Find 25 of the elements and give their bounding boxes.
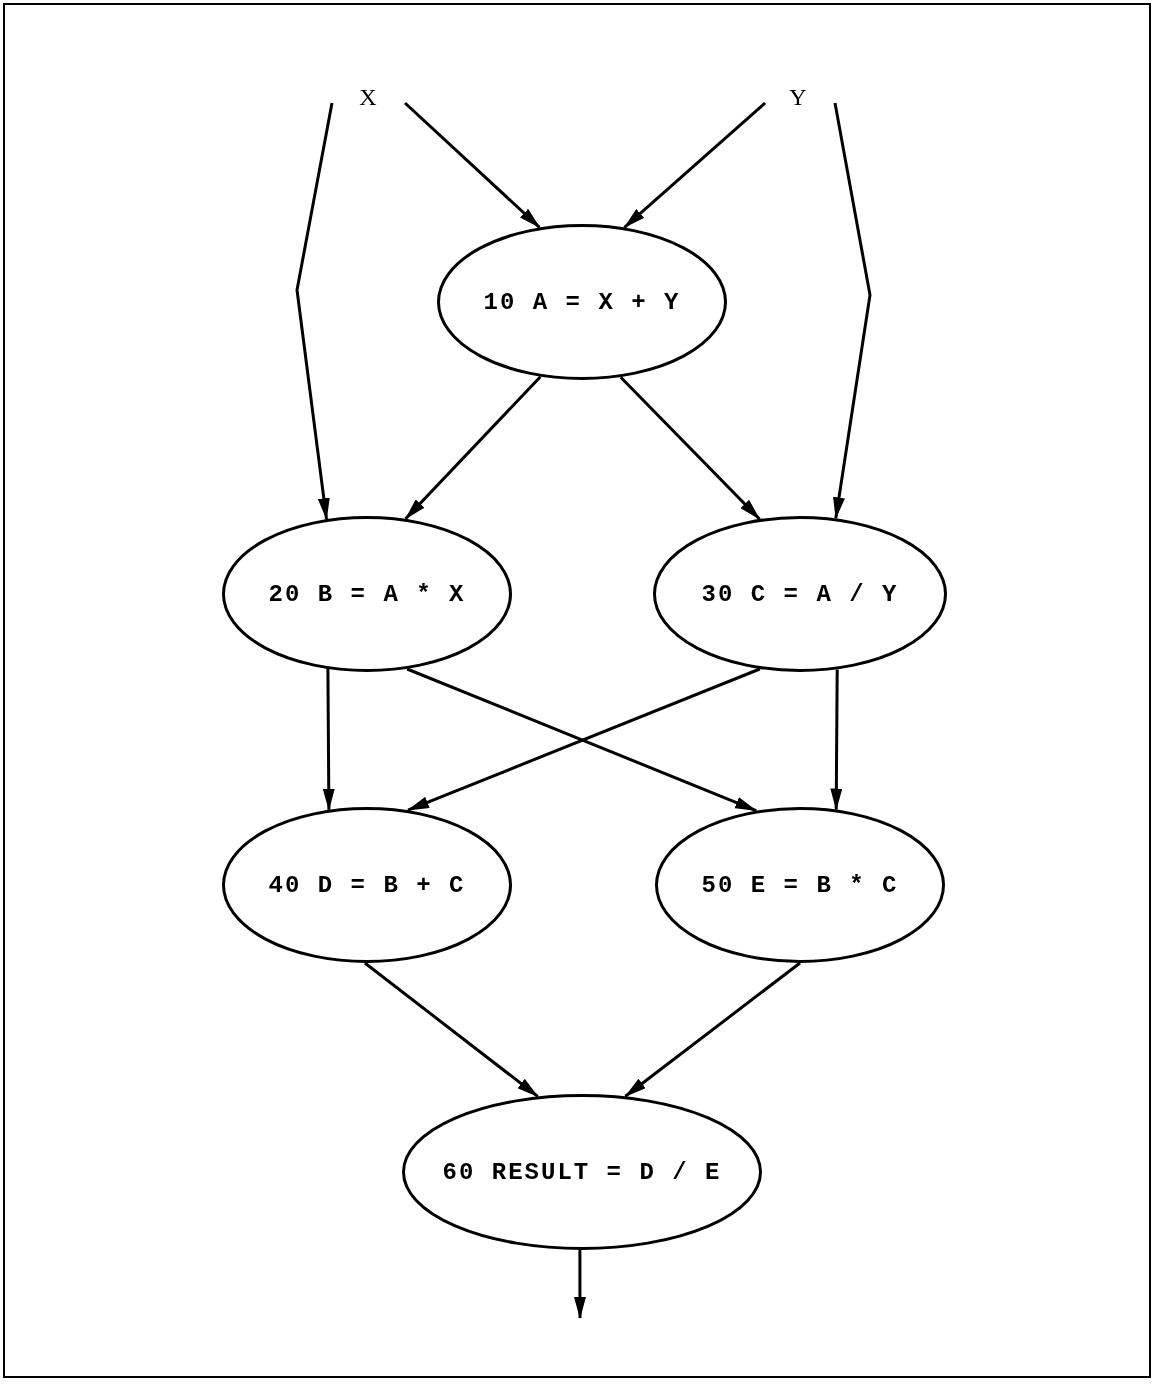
statement-text: 50 E = B * C xyxy=(701,871,899,899)
statement-ellipse xyxy=(653,516,947,672)
arrow xyxy=(830,669,843,811)
arrow xyxy=(833,102,872,520)
statement-text: 30 C = A / Y xyxy=(701,580,899,608)
arrow xyxy=(624,961,801,1098)
arrow xyxy=(295,102,334,521)
statement-text: 60 RESULT = D / E xyxy=(442,1158,722,1186)
arrow xyxy=(364,961,539,1098)
statement-ellipse xyxy=(222,516,512,672)
arrow xyxy=(623,101,766,229)
variable-text: X xyxy=(359,83,377,111)
statement-ellipse xyxy=(402,1094,762,1250)
arrow xyxy=(404,101,541,229)
statement-ellipse xyxy=(437,224,727,380)
arrow xyxy=(322,669,335,811)
statement-text: 20 B = A * X xyxy=(268,580,466,608)
statement-text: 10 A = X + Y xyxy=(483,288,681,316)
statement-text: 40 D = B + C xyxy=(268,871,466,899)
statement-ellipse xyxy=(655,807,945,963)
arrow xyxy=(573,1250,586,1319)
variable-text: Y xyxy=(789,83,807,111)
statement-ellipse xyxy=(222,807,512,963)
arrow xyxy=(619,376,761,521)
arrow xyxy=(404,375,542,520)
